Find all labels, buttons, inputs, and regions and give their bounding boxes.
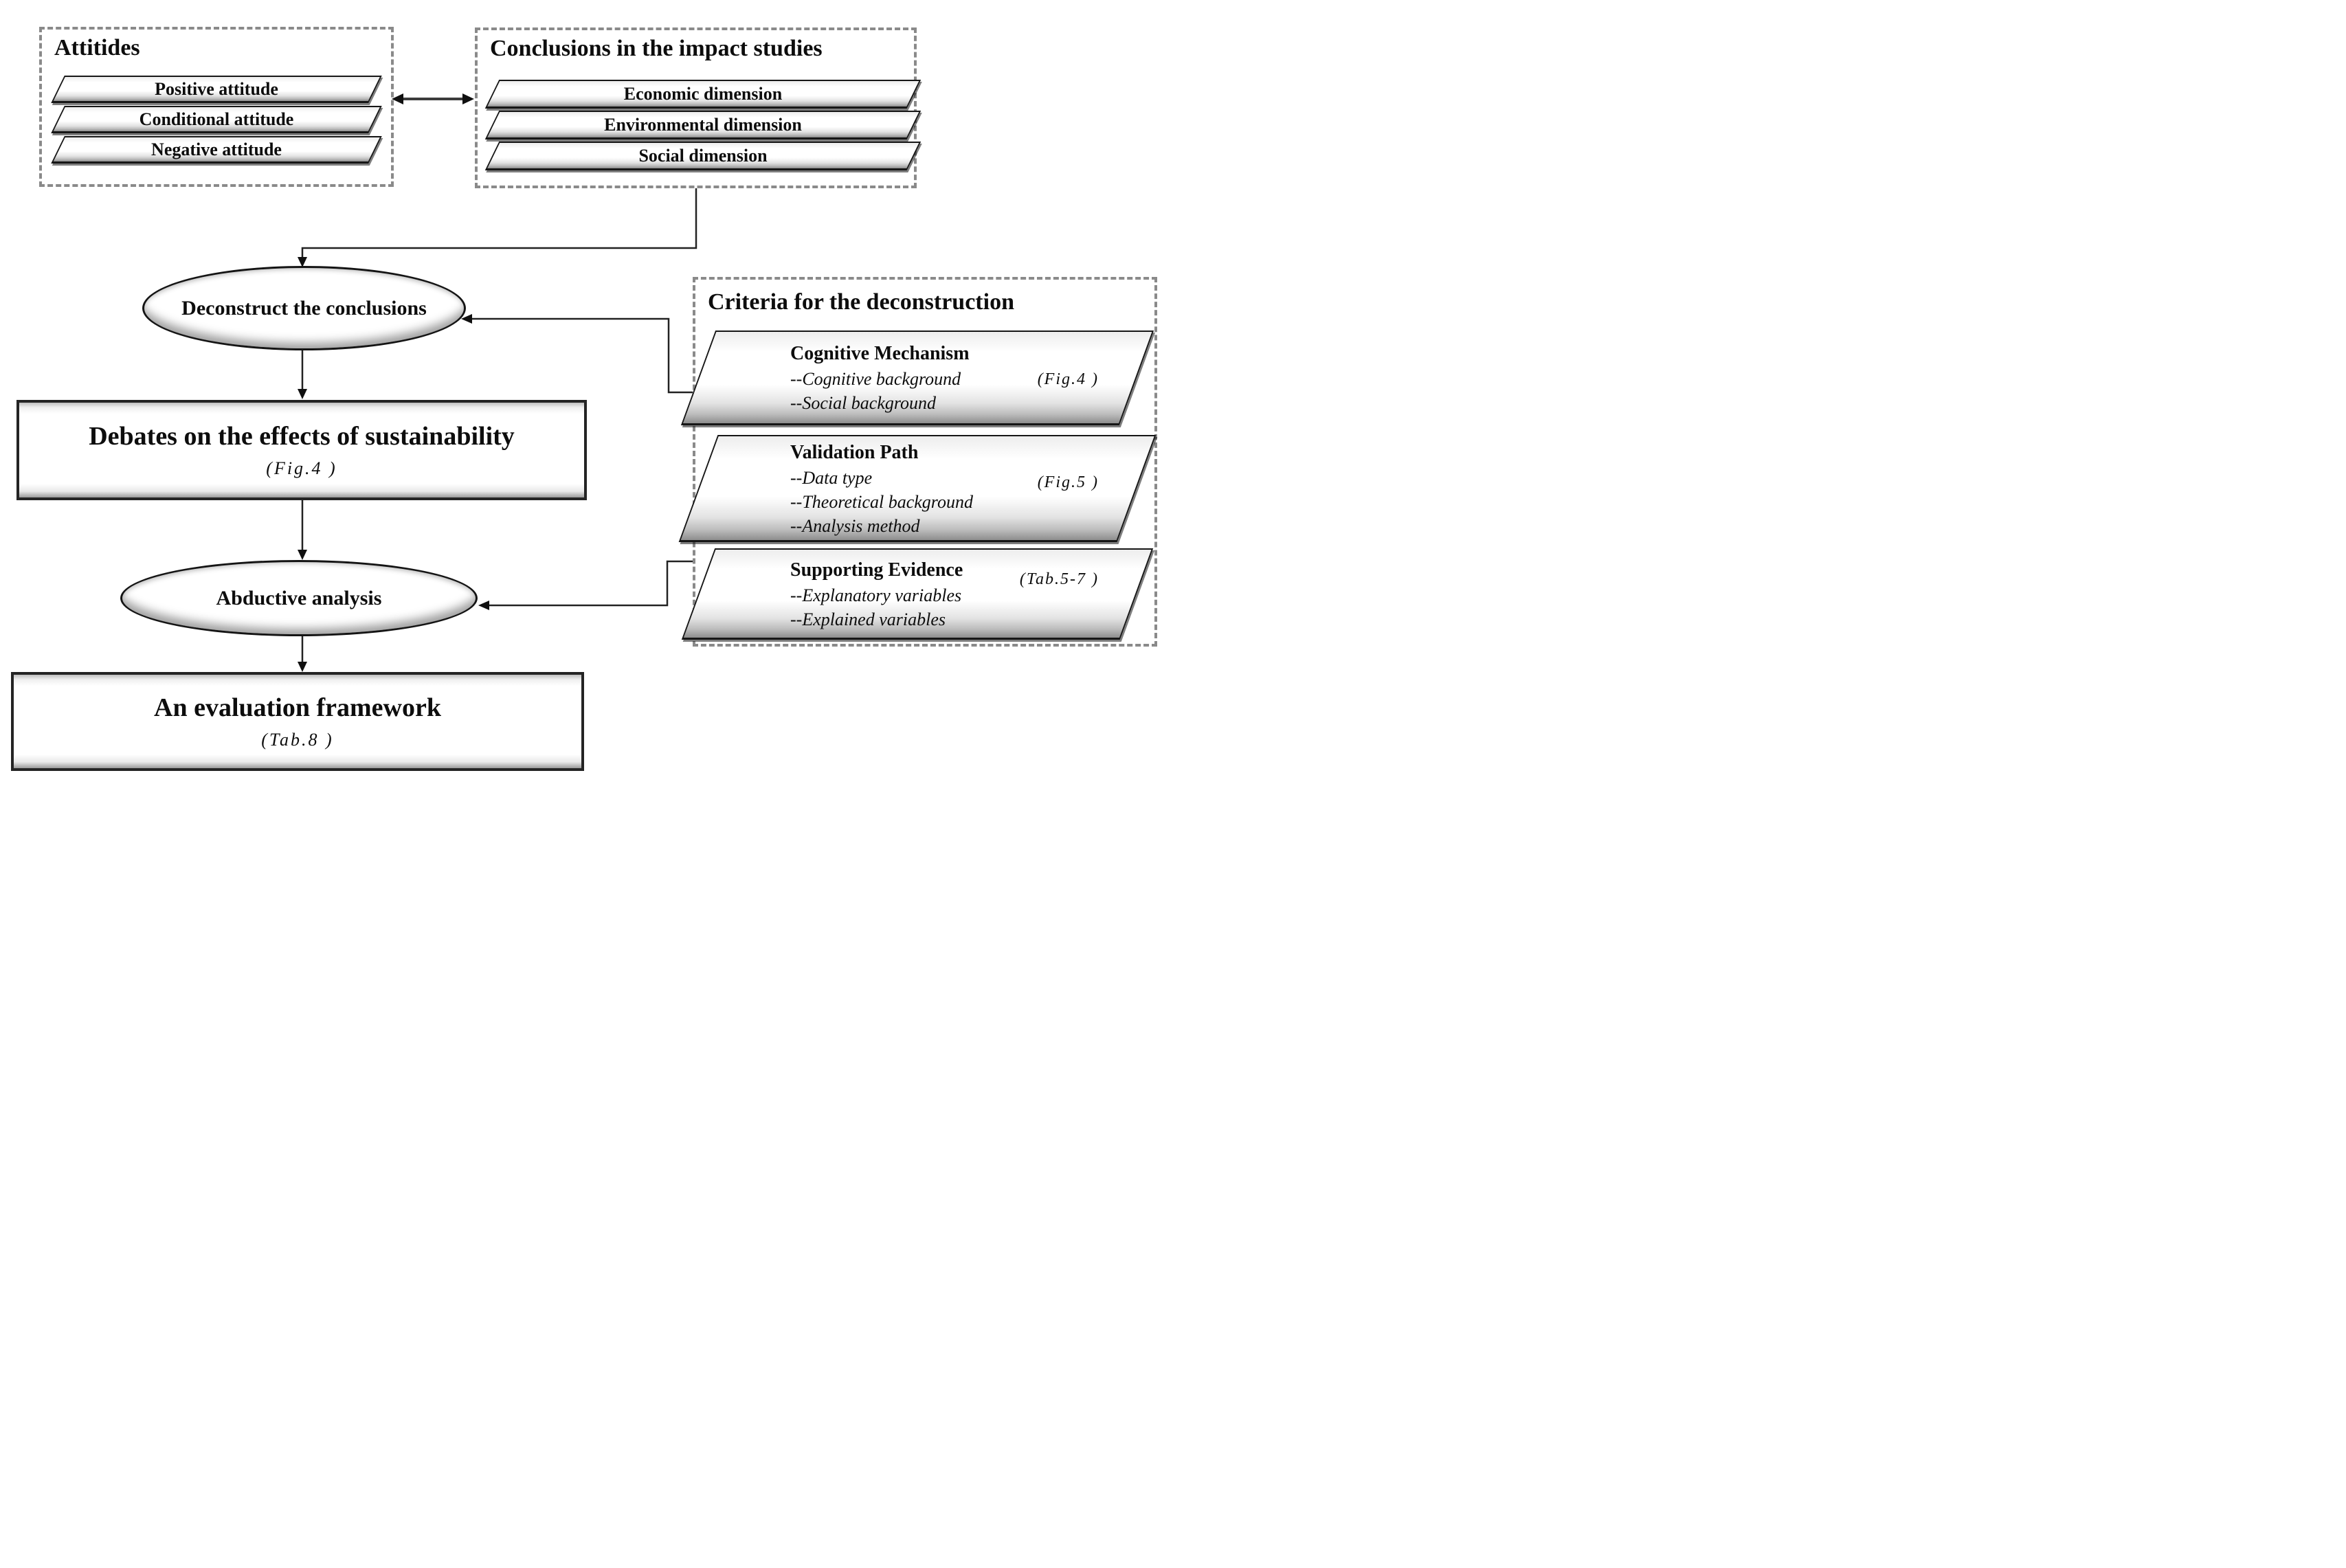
- diagram-canvas: Attitides Positive attitude Conditional …: [0, 0, 1173, 784]
- arrow-abductive-to-evaluation: [298, 636, 307, 672]
- conclusion-item-environmental: Environmental dimension: [484, 111, 921, 139]
- conclusion-item-label: Social dimension: [638, 146, 768, 166]
- criteria-item-figure-ref: (Tab.5-7 ): [1019, 570, 1099, 588]
- arrow-deconstruct-to-debates: [298, 350, 307, 399]
- attitude-item-label: Positive attitude: [155, 79, 278, 99]
- criteria-item-heading: Cognitive Mechanism: [790, 343, 970, 364]
- criteria-item-content: Validation Path --Data type --Theoretica…: [698, 435, 1137, 542]
- criteria-subitem: --Social background: [790, 393, 937, 413]
- conclusion-item-economic: Economic dimension: [484, 80, 921, 109]
- attitude-item-positive: Positive attitude: [51, 76, 382, 103]
- criteria-subitem: --Analysis method: [790, 515, 920, 536]
- abductive-analysis-label: Abductive analysis: [216, 586, 382, 609]
- criteria-box-title: Criteria for the deconstruction: [708, 289, 1014, 315]
- attitude-item-label: Negative attitude: [151, 139, 282, 159]
- arrow-debates-to-abductive: [298, 500, 307, 560]
- deconstruct-conclusions-label: Deconstruct the conclusions: [181, 296, 427, 320]
- evaluation-framework-title: An evaluation framework: [154, 693, 441, 722]
- evaluation-framework-table-ref: (Tab.8 ): [261, 730, 334, 750]
- attitudes-conclusions-double-arrow: [392, 93, 474, 104]
- arrow-criteria-to-abductive: [478, 560, 693, 610]
- evaluation-framework-rect: An evaluation framework (Tab.8 ): [11, 672, 584, 771]
- criteria-subitem: --Explained variables: [790, 609, 946, 629]
- conclusion-item-social: Social dimension: [484, 142, 921, 170]
- arrow-criteria-to-deconstruct: [461, 314, 693, 394]
- conclusions-box-title: Conclusions in the impact studies: [490, 36, 823, 61]
- abductive-analysis-ellipse: Abductive analysis: [120, 560, 478, 636]
- criteria-subitem: --Data type: [790, 467, 873, 488]
- criteria-item-cognitive-mechanism: Cognitive Mechanism --Cognitive backgrou…: [680, 331, 1154, 425]
- criteria-item-figure-ref: (Fig.5 ): [1037, 473, 1099, 491]
- attitudes-box-title: Attitides: [54, 35, 140, 60]
- criteria-item-validation-path: Validation Path --Data type --Theoretica…: [678, 435, 1157, 542]
- conclusion-item-label: Economic dimension: [623, 84, 783, 104]
- criteria-subitem: --Cognitive background: [790, 369, 961, 389]
- debates-rect-figure-ref: (Fig.4 ): [266, 458, 337, 478]
- criteria-item-content: Cognitive Mechanism --Cognitive backgrou…: [698, 331, 1137, 425]
- criteria-item-supporting-evidence: Supporting Evidence --Explanatory variab…: [681, 548, 1154, 640]
- debates-rect: Debates on the effects of sustainability…: [16, 400, 587, 500]
- criteria-subitem: --Explanatory variables: [790, 585, 962, 605]
- criteria-item-figure-ref: (Fig.4 ): [1037, 370, 1099, 388]
- criteria-item-heading: Supporting Evidence: [790, 559, 963, 581]
- criteria-item-content: Supporting Evidence --Explanatory variab…: [698, 548, 1137, 640]
- deconstruct-conclusions-ellipse: Deconstruct the conclusions: [142, 266, 466, 350]
- attitude-item-negative: Negative attitude: [51, 136, 382, 164]
- arrow-conclusions-to-deconstruct: [298, 188, 697, 267]
- debates-rect-title: Debates on the effects of sustainability: [89, 422, 515, 451]
- conclusion-item-label: Environmental dimension: [604, 115, 802, 135]
- criteria-item-heading: Validation Path: [790, 441, 919, 463]
- attitude-item-conditional: Conditional attitude: [51, 106, 382, 133]
- attitude-item-label: Conditional attitude: [139, 109, 294, 129]
- criteria-subitem: --Theoretical background: [790, 491, 973, 512]
